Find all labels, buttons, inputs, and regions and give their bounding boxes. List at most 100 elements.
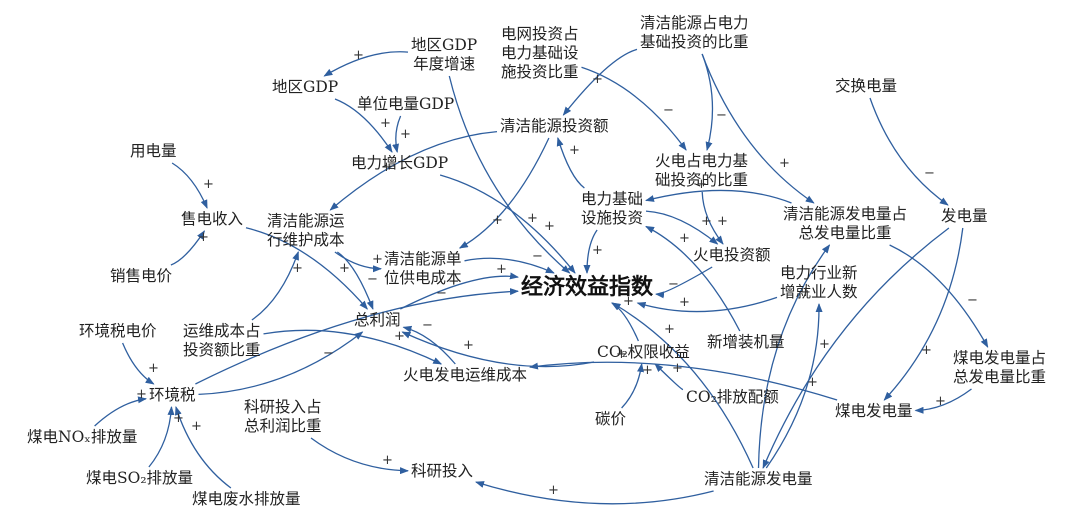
node-power-use: 用电量 (130, 142, 177, 161)
link-sign: + (339, 261, 350, 276)
link-sign: + (807, 375, 818, 390)
node-line: 基础投资的比重 (640, 33, 749, 51)
link-thermal_om_cost-to-total_profit (402, 325, 456, 365)
link-co2_quota-to-co2_quota_revenue (654, 363, 684, 391)
node-line: 煤电发电量 (835, 402, 913, 420)
link-sign: + (623, 294, 634, 309)
link-clean_generation-to-rd_invest (475, 481, 714, 505)
node-line: 地区GDP (411, 36, 478, 54)
node-line: 电力基础设 (501, 44, 579, 62)
node-line: 科研投入占 (244, 398, 322, 416)
node-grid-invest-share: 电网投资占 电力基础设 施投资比重 (501, 25, 579, 82)
link-clean_om_cost-to-total_profit (336, 251, 374, 310)
node-line: 地区GDP (272, 78, 339, 96)
node-line: 环境税电价 (79, 322, 157, 340)
node-line: 总发电量比重 (798, 224, 892, 242)
link-sign: + (701, 214, 712, 229)
node-om-cost-share: 运维成本占 投资额比重 (183, 322, 261, 360)
node-rd-share: 科研投入占 总利润比重 (244, 398, 322, 436)
node-line: 施投资比重 (501, 63, 579, 81)
node-coal-wastewater: 煤电废水排放量 (192, 490, 301, 509)
node-line: 清洁能源运 (267, 212, 345, 230)
link-env_tax_price-to-env_tax (122, 342, 155, 385)
link-sign: − (436, 286, 447, 301)
link-sign: + (664, 322, 675, 337)
link-sign: + (372, 252, 383, 267)
link-sign: + (548, 483, 559, 498)
node-clean-om-cost: 清洁能源运 行维护成本 (267, 212, 345, 250)
link-clean_gen_share-to-power_infra_invest (645, 189, 792, 204)
link-clean_generation-to-new_jobs (765, 303, 823, 469)
node-thermal-invest: 火电投资额 (693, 246, 771, 265)
link-coal_gen_share-to-coal_generation (914, 388, 972, 414)
link-total_profit-to-economic_index (400, 272, 519, 310)
node-line: 售电收入 (181, 210, 244, 228)
link-carbon_price-to-co2_quota_revenue (621, 363, 645, 409)
node-clean-gen-share: 清洁能源发电量占 总发电量比重 (783, 205, 907, 243)
link-clean_energy_invest-to-clean_om_cost (329, 130, 498, 211)
node-line: 煤电SO₂排放量 (86, 469, 194, 487)
link-sign: + (198, 230, 209, 245)
link-sign: + (496, 262, 507, 277)
node-line: CO₂排放配额 (686, 388, 779, 406)
link-sign: + (380, 116, 391, 131)
link-sign: + (173, 411, 184, 426)
link-sign: + (394, 329, 405, 344)
link-sign: + (527, 211, 538, 226)
node-co2-quota-revenue: CO₂权限收益 (597, 343, 690, 362)
node-coal-so2: 煤电SO₂排放量 (86, 469, 193, 488)
link-new_capacity-to-power_infra_invest (645, 225, 741, 332)
link-clean_energy_invest-to-clean_unit_supply_cost (458, 137, 550, 249)
node-line: 清洁能源占电力 (640, 14, 749, 32)
link-env_tax-to-total_profit (198, 331, 364, 396)
node-line: 清洁能源发电量占 (783, 205, 908, 223)
node-economic-index: 经济效益指数 (521, 275, 653, 301)
node-clean-generation: 清洁能源发电量 (704, 470, 813, 489)
link-env_tax-to-economic_index (195, 288, 519, 385)
link-sign: + (679, 295, 690, 310)
node-line: 总利润比重 (244, 417, 322, 435)
link-sign: + (292, 261, 303, 276)
link-thermal_invest_share-to-thermal_invest (701, 191, 724, 245)
node-env-tax: 环境税 (149, 386, 196, 405)
node-regional-gdp: 地区GDP (272, 78, 338, 97)
link-coal_nox-to-env_tax (94, 396, 147, 427)
node-line: 经济效益指数 (521, 275, 654, 300)
node-line: 础投资的比重 (655, 171, 749, 189)
node-line: 位供电成本 (384, 269, 462, 287)
link-thermal_invest-to-economic_index (655, 266, 713, 299)
link-sign: − (668, 277, 679, 292)
link-sign: + (136, 387, 147, 402)
link-sign: + (779, 156, 790, 171)
node-line: 环境税 (149, 386, 196, 404)
link-exchange_power-to-power_generation (869, 97, 949, 206)
link-sign: − (323, 346, 334, 361)
node-line: CO₂权限收益 (597, 343, 690, 361)
link-sign: + (463, 338, 474, 353)
node-coal-gen-share: 煤电发电量占 总发电量比重 (953, 349, 1046, 387)
link-sign: + (592, 243, 603, 258)
node-line: 电力基础 (581, 190, 644, 208)
node-line: 新增装机量 (707, 333, 785, 351)
node-line: 交换电量 (835, 77, 898, 95)
node-exchange-power: 交换电量 (835, 77, 897, 96)
link-sign: − (532, 249, 543, 264)
node-line: 碳价 (595, 410, 627, 428)
link-power_infra_invest-to-economic_index (583, 229, 598, 274)
node-line: 火电发电运维成本 (403, 366, 528, 384)
node-line: 增就业人数 (780, 283, 858, 301)
node-clean-energy-invest: 清洁能源投资额 (500, 117, 609, 136)
link-coal_wastewater-to-env_tax (175, 406, 232, 489)
node-co2-quota: CO₂排放配额 (686, 388, 779, 407)
link-regional_gdp_growth-to-economic_index (448, 75, 571, 274)
link-sign: − (663, 103, 674, 118)
node-line: 销售电价 (110, 267, 173, 285)
link-clean_gen_share-to-coal_gen_share (889, 244, 989, 348)
node-new-capacity: 新增装机量 (707, 333, 785, 352)
link-sign: + (492, 213, 503, 228)
link-clean_generation-to-clean_gen_share (757, 244, 831, 469)
link-sign: − (367, 272, 378, 287)
link-sign: + (800, 285, 811, 300)
link-sign: + (696, 177, 707, 192)
node-coal-generation: 煤电发电量 (835, 402, 913, 421)
